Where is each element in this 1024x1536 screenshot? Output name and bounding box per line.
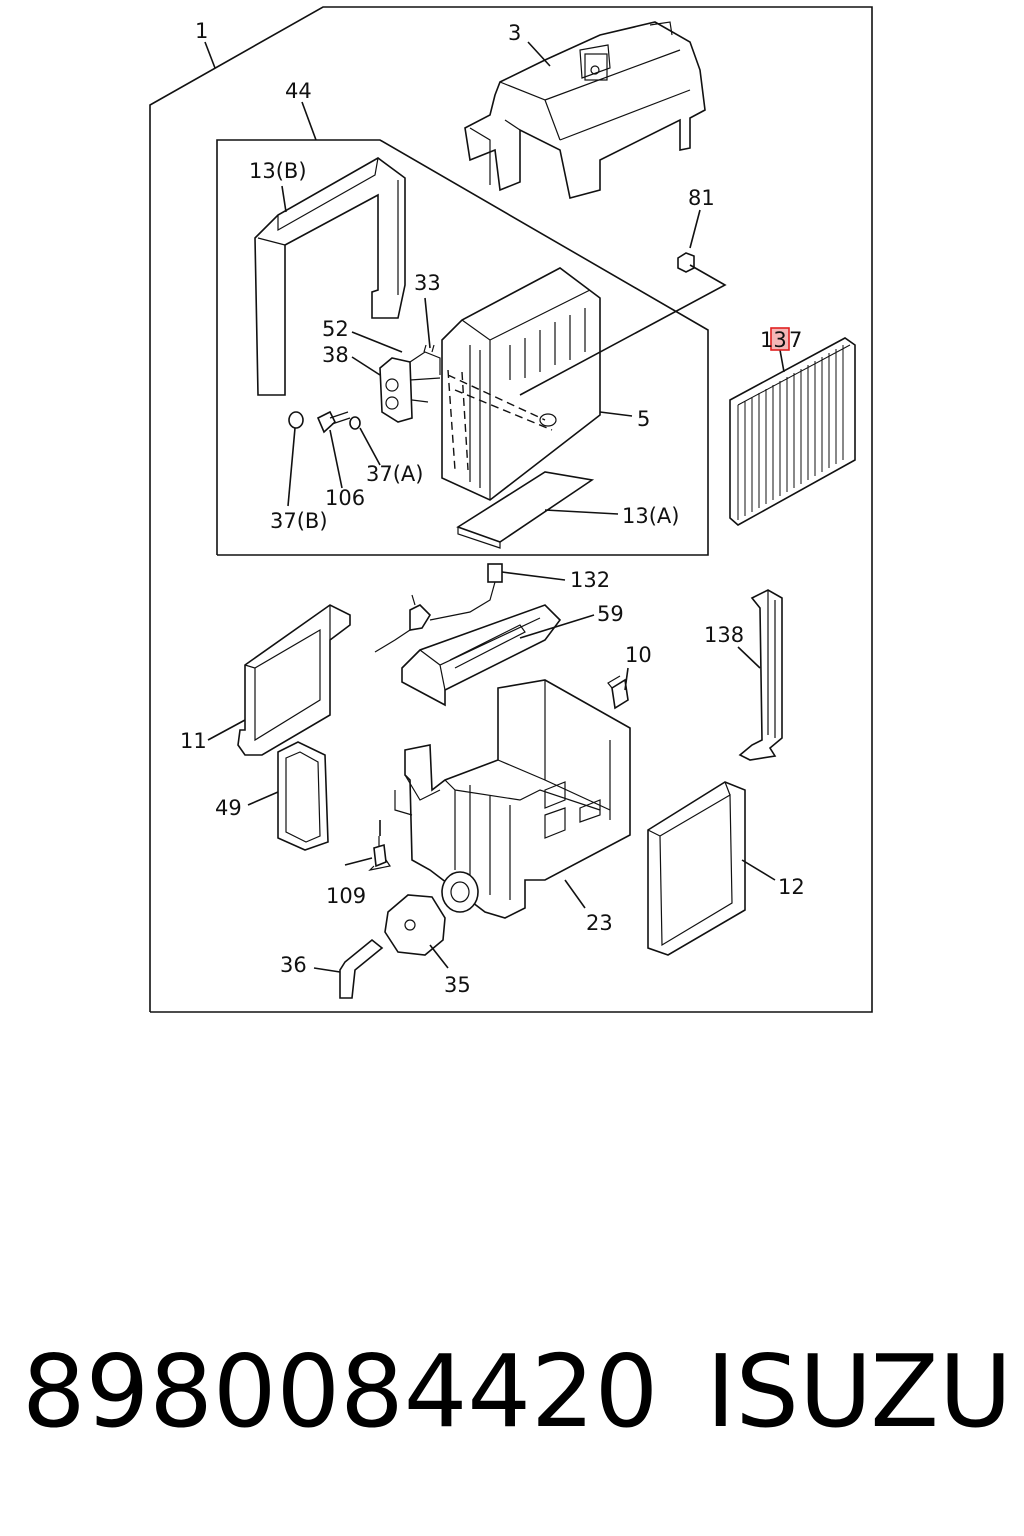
callout-labels: 1 3 44 13(B) 81 33 52 38 5 13 7 37(A) 10…	[180, 19, 805, 997]
part-hose-36	[339, 938, 384, 999]
part-bracket-10	[607, 675, 629, 710]
callout-1: 1	[195, 19, 208, 43]
part-seal-49	[277, 741, 329, 851]
part-upper-case	[464, 21, 706, 199]
callout-12: 12	[778, 875, 805, 899]
callout-38: 38	[322, 343, 349, 367]
callout-59: 59	[597, 602, 624, 626]
callout-49: 49	[215, 796, 242, 820]
leader-lines	[204, 41, 785, 973]
part-number-text: 8980084420	[22, 1333, 659, 1450]
part-oring-37a	[349, 416, 361, 430]
part-seal-13b	[254, 157, 406, 396]
part-gasket-12	[647, 781, 746, 956]
callout-33: 33	[414, 271, 441, 295]
callout-81: 81	[688, 186, 715, 210]
part-expansion-valve	[379, 344, 441, 423]
callout-36: 36	[280, 953, 307, 977]
callout-138: 138	[704, 623, 744, 647]
callout-3: 3	[508, 21, 521, 45]
parts-diagram: 1 3 44 13(B) 81 33 52 38 5 13 7 37(A) 10…	[149, 6, 873, 1013]
part-lower-case-23	[394, 679, 631, 919]
callout-13a: 13(A)	[622, 504, 679, 528]
callout-109: 109	[326, 884, 366, 908]
callout-23: 23	[586, 911, 613, 935]
callout-137-a: 13	[760, 328, 787, 352]
part-cabin-filter-137	[729, 337, 856, 526]
callout-132: 132	[570, 568, 610, 592]
subassembly-frame-44	[216, 139, 709, 556]
brand-text: ISUZU	[706, 1333, 1013, 1450]
callout-106: 106	[325, 486, 365, 510]
assembly-frame	[149, 6, 873, 1013]
part-tray-59	[401, 604, 562, 707]
part-evaporator-core	[441, 267, 601, 501]
part-sensor-132	[374, 563, 503, 653]
highlight-box	[770, 327, 790, 351]
part-bracket-138	[738, 589, 783, 761]
callout-37a: 37(A)	[366, 462, 423, 486]
callout-35: 35	[444, 973, 471, 997]
callout-52: 52	[322, 317, 349, 341]
part-gasket-11	[237, 604, 351, 756]
callout-5: 5	[637, 407, 650, 431]
callout-37b: 37(B)	[270, 509, 328, 533]
callout-137-b: 7	[789, 328, 802, 352]
callout-13b: 13(B)	[249, 159, 307, 183]
part-pad-13a	[456, 471, 595, 549]
part-clip-81	[677, 252, 695, 273]
callout-44: 44	[285, 79, 312, 103]
part-motor-35	[384, 871, 479, 956]
part-bolt-106	[316, 410, 351, 434]
callout-11: 11	[180, 729, 207, 753]
callout-10: 10	[625, 643, 652, 667]
part-oring-37b	[288, 411, 304, 429]
part-screw-109	[368, 836, 391, 871]
